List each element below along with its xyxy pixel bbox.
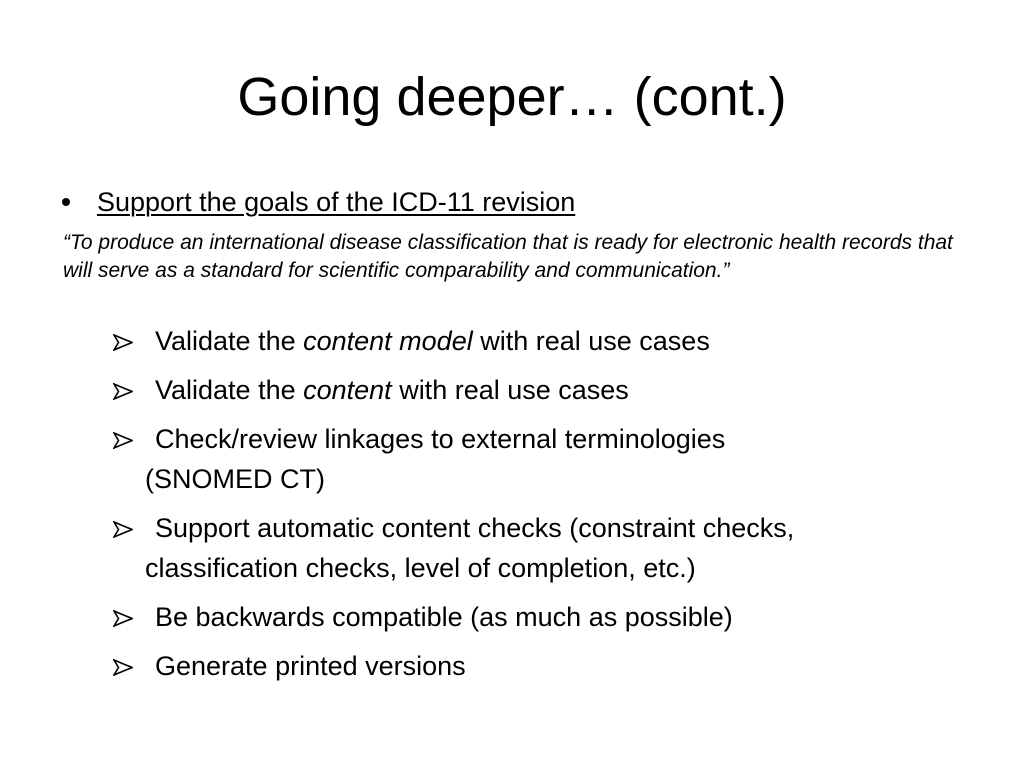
- arrowhead-bullet-icon: [113, 659, 133, 676]
- main-bullet-text: Support the goals of the ICD-11 revision: [97, 187, 576, 217]
- arrowhead-bullet-icon: [113, 521, 133, 538]
- sub-bullet: Check/review linkages to external termin…: [113, 419, 993, 499]
- sub-bullet-list: Validate the content model with real use…: [113, 321, 993, 695]
- main-bullet: Support the goals of the ICD-11 revision: [62, 184, 575, 220]
- quote-text: “To produce an international disease cla…: [63, 231, 953, 282]
- sub-bullet-text: Be backwards compatible (as much as poss…: [155, 602, 733, 632]
- arrowhead-bullet-icon: [113, 610, 133, 627]
- bullet-dot-icon: [62, 197, 70, 206]
- sub-bullet-continuation: (SNOMED CT): [145, 464, 325, 494]
- arrowhead-bullet-icon: [113, 334, 133, 351]
- sub-bullet: Support automatic content checks (constr…: [113, 508, 993, 588]
- sub-bullet: Validate the content with real use cases: [113, 370, 993, 410]
- sub-bullet: Generate printed versions: [113, 646, 993, 686]
- arrowhead-bullet-icon: [113, 432, 133, 449]
- sub-bullet: Validate the content model with real use…: [113, 321, 993, 361]
- sub-bullet-text: Support automatic content checks (constr…: [155, 513, 795, 543]
- sub-bullet-continuation: classification checks, level of completi…: [145, 553, 696, 583]
- sub-bullet-text: Generate printed versions: [155, 651, 466, 681]
- sub-bullet: Be backwards compatible (as much as poss…: [113, 597, 993, 637]
- sub-bullet-text: Validate the content model with real use…: [155, 326, 710, 356]
- sub-bullet-text: Check/review linkages to external termin…: [155, 424, 726, 454]
- arrowhead-bullet-icon: [113, 383, 133, 400]
- slide-title: Going deeper… (cont.): [237, 67, 787, 127]
- sub-bullet-text: Validate the content with real use cases: [155, 375, 629, 405]
